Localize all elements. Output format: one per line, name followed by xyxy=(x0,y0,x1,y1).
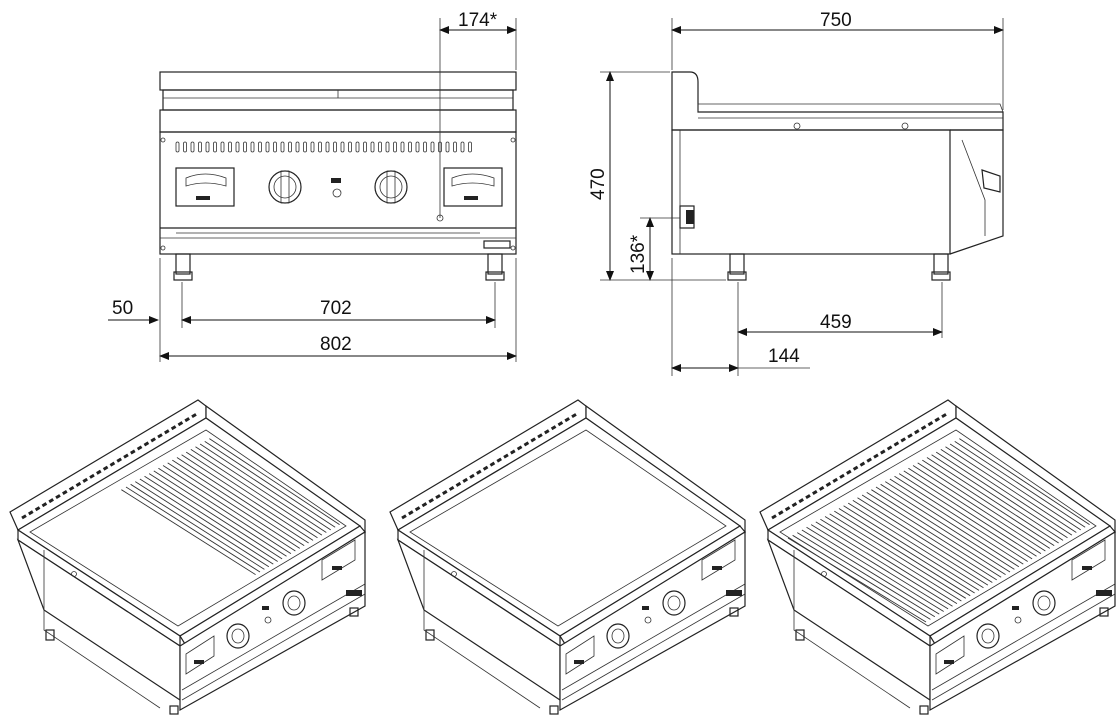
vent-slot xyxy=(280,141,285,153)
dim-144: 144 xyxy=(768,346,800,367)
vent-slot xyxy=(198,141,202,153)
side-view xyxy=(671,71,1004,281)
vent-slot xyxy=(213,141,217,153)
vent-slot xyxy=(445,141,450,153)
dim-802: 802 xyxy=(320,334,352,355)
vent-slot xyxy=(243,141,247,153)
vent-slot xyxy=(303,141,307,153)
vent-slot xyxy=(348,141,352,153)
vent-slot xyxy=(460,141,465,153)
dim-702: 702 xyxy=(320,298,352,319)
vent-slot xyxy=(378,141,382,153)
griddle-smooth-isometric xyxy=(389,399,746,715)
vent-slot xyxy=(228,141,232,153)
front-vent-slots xyxy=(175,141,472,153)
vent-slot xyxy=(175,141,180,153)
vent-slot xyxy=(265,141,270,153)
griddle-mixed-isometric xyxy=(9,399,366,715)
vent-slot xyxy=(453,141,457,153)
vent-slot xyxy=(318,141,322,153)
vent-slot xyxy=(363,141,367,153)
dim-50: 50 xyxy=(112,298,133,319)
vent-slot xyxy=(468,141,472,153)
vent-slot xyxy=(340,141,345,153)
side-dimensions: 750 470 136* 459 144 xyxy=(588,10,1004,376)
vent-slot xyxy=(393,141,397,153)
vent-slot xyxy=(295,141,300,153)
vent-slot xyxy=(415,141,420,153)
vent-slot xyxy=(258,141,262,153)
vent-slot xyxy=(400,141,405,153)
vent-slot xyxy=(385,141,390,153)
vent-slot xyxy=(183,141,187,153)
vent-slot xyxy=(430,141,435,153)
vent-slot xyxy=(310,141,315,153)
vent-slot xyxy=(235,141,240,153)
front-dimensions: 174* 50 702 802 xyxy=(108,10,517,362)
right-knob-icon xyxy=(374,170,408,204)
vent-slot xyxy=(333,141,337,153)
left-knob-icon xyxy=(268,170,302,204)
vent-slot xyxy=(205,141,210,153)
griddle-ribbed-isometric xyxy=(759,399,1116,715)
dim-750: 750 xyxy=(820,10,852,31)
dim-174: 174* xyxy=(458,10,498,31)
front-view xyxy=(159,71,517,281)
vent-slot xyxy=(325,141,330,153)
dim-470: 470 xyxy=(588,168,609,200)
vent-slot xyxy=(250,141,255,153)
dim-459: 459 xyxy=(820,312,852,333)
vent-slot xyxy=(370,141,375,153)
vent-slot xyxy=(423,141,427,153)
dim-136: 136* xyxy=(628,234,649,274)
vent-slot xyxy=(288,141,292,153)
vent-slot xyxy=(355,141,360,153)
vent-slot xyxy=(273,141,277,153)
vent-slot xyxy=(190,141,195,153)
vent-slot xyxy=(408,141,412,153)
vent-slot xyxy=(220,141,225,153)
